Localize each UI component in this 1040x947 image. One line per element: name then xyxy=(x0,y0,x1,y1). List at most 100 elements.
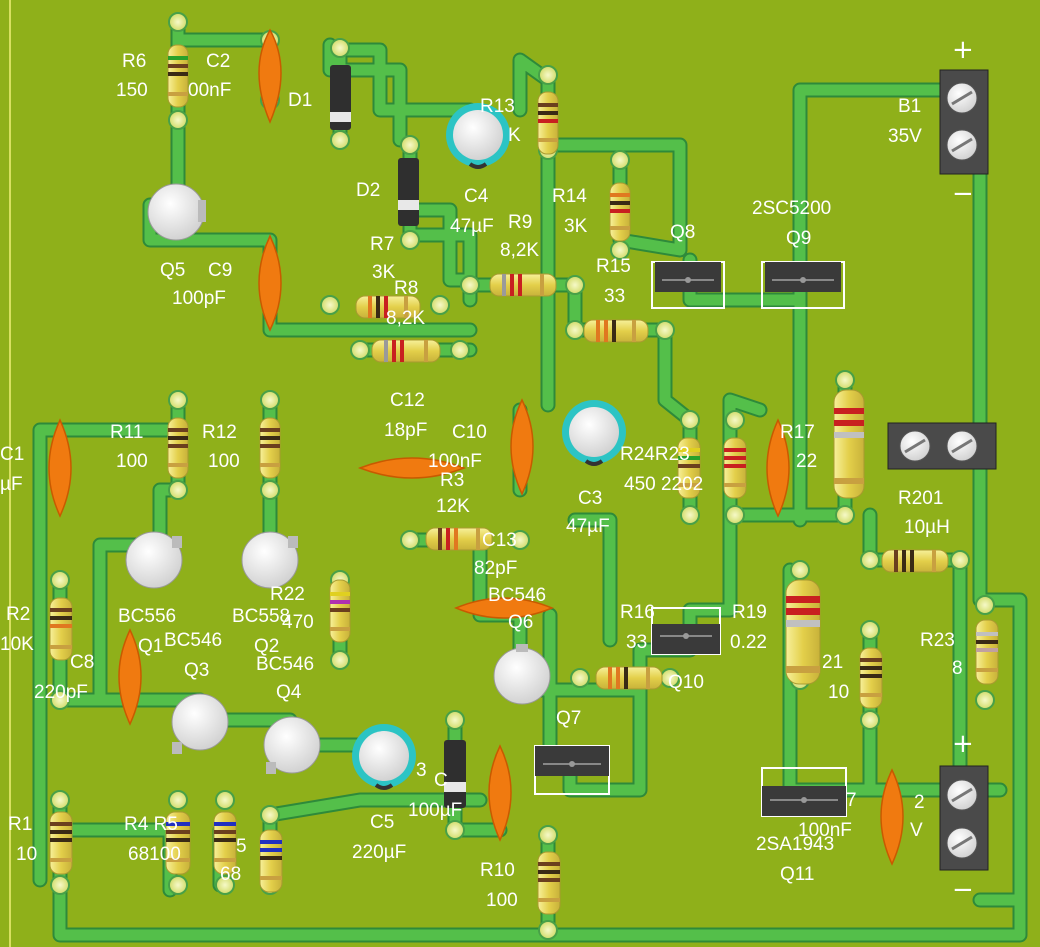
label-r7: R7 xyxy=(370,234,394,255)
label-c4-value: 47µF xyxy=(450,216,494,237)
label-b1-value: 35V xyxy=(888,126,922,147)
capacitor-c5 xyxy=(352,724,416,790)
label-c3-value: 47µF xyxy=(566,516,610,537)
label-r17: R17 xyxy=(780,422,815,443)
resistor-r1 xyxy=(49,811,73,875)
label-c8-value: 220pF xyxy=(34,682,88,703)
label-r22-value: 470 xyxy=(282,612,314,633)
label-r6-value: 150 xyxy=(116,80,148,101)
terminal-block-b1 xyxy=(939,69,989,175)
label-r19: R19 xyxy=(732,602,767,623)
label-c2-value: 00nF xyxy=(188,80,231,101)
capacitor-c1 xyxy=(48,418,72,518)
label-r12-value: 100 xyxy=(208,451,240,472)
label-r19-value: 0.22 xyxy=(730,632,767,653)
label-c13: C13 xyxy=(482,530,517,551)
resistor-r18 xyxy=(833,389,865,499)
label-q10: Q10 xyxy=(668,672,704,693)
label-q11-part: 2SA1943 xyxy=(756,834,834,855)
resistor-r9 xyxy=(489,273,557,297)
label-r13: R13 xyxy=(480,96,515,117)
label-bc556: BC556 xyxy=(118,606,176,627)
label-plus-bottom: + xyxy=(952,729,974,759)
diode-d2 xyxy=(398,158,419,226)
resistor-r15 xyxy=(583,319,649,343)
label-r16: R16 xyxy=(620,602,655,623)
resistor-r21 xyxy=(859,647,883,709)
label-q9-part: 2SC5200 xyxy=(752,198,831,219)
label-r1-value: 10 xyxy=(16,844,37,865)
label-r14: R14 xyxy=(552,186,587,207)
label-r21: 21 xyxy=(822,652,843,673)
transistor-q4 xyxy=(263,716,321,774)
label-r14-value: 3K xyxy=(564,216,588,237)
label-n3: 3 xyxy=(416,760,427,781)
label-r8: R8 xyxy=(394,278,418,299)
capacitor-c17 xyxy=(766,418,790,518)
label-q7: Q7 xyxy=(556,708,581,729)
resistors xyxy=(49,44,999,915)
label-r15-value: 33 xyxy=(604,286,625,307)
resistor-r5 xyxy=(213,811,237,875)
label-q1: Q1 xyxy=(138,636,163,657)
label-r7-value: 3K xyxy=(372,262,396,283)
label-c7-value: 100nF xyxy=(798,820,852,841)
label-r11: R11 xyxy=(110,422,143,443)
label-r24-value: 450 2202 xyxy=(624,474,703,495)
label-c9: C9 xyxy=(208,260,232,281)
resistor-r20 xyxy=(881,549,949,573)
transistor-q2 xyxy=(241,531,299,589)
capacitor-c4 xyxy=(446,103,510,169)
transistor-q11 xyxy=(761,767,847,817)
capacitor-c12 xyxy=(357,457,467,479)
capacitor-c6 xyxy=(488,744,512,842)
label-minus-top: − xyxy=(952,179,974,209)
label-bc546-c: BC546 xyxy=(488,585,546,606)
resistor-r8 xyxy=(371,339,441,363)
diodes xyxy=(330,65,466,808)
label-r2-value: 10K xyxy=(0,634,34,655)
label-c3: C3 xyxy=(578,488,602,509)
label-bc546-b: BC546 xyxy=(256,654,314,675)
label-d1: D1 xyxy=(288,90,312,111)
label-r12: R12 xyxy=(202,422,237,443)
transistor-q5 xyxy=(147,183,206,241)
label-c12-value: 18pF xyxy=(384,420,427,441)
label-q8: Q8 xyxy=(670,222,695,243)
label-c2: C2 xyxy=(206,51,230,72)
label-r9-value: 8,2K xyxy=(500,240,539,261)
resistor-r4 xyxy=(165,811,191,875)
label-r3-value: 12K xyxy=(436,496,470,517)
label-r6: R6 xyxy=(122,51,146,72)
resistor-r-bottom-mid xyxy=(259,829,283,893)
label-plus-top: + xyxy=(952,35,974,65)
transistor-q6 xyxy=(493,644,551,705)
label-r20-value: 10µH xyxy=(904,517,950,538)
label-r24: R24R23 xyxy=(620,444,690,465)
label-c9-value: 100pF xyxy=(172,288,226,309)
capacitor-c8 xyxy=(118,628,142,726)
capacitor-c13 xyxy=(454,597,554,619)
label-c4: C4 xyxy=(464,186,489,207)
label-r13-value: K xyxy=(508,125,521,146)
resistor-r6 xyxy=(167,44,189,108)
label-r9: R9 xyxy=(508,212,532,233)
label-r16-value: 33 xyxy=(626,632,647,653)
label-c7: 7 xyxy=(846,790,857,811)
capacitor-c3 xyxy=(562,400,626,466)
transistor-q9 xyxy=(761,261,845,309)
label-r22: R22 xyxy=(270,584,305,605)
label-r15: R15 xyxy=(596,256,631,277)
label-r5-value: 68 xyxy=(220,864,241,885)
label-r17-value: 22 xyxy=(796,451,817,472)
capacitor-c10 xyxy=(510,398,534,496)
label-r2: R2 xyxy=(6,604,30,625)
label-c1-value: µF xyxy=(0,474,23,495)
label-c-mid: C xyxy=(434,770,448,791)
label-c1: C1 xyxy=(0,444,24,465)
transistor-q7 xyxy=(534,745,610,795)
label-q9: Q9 xyxy=(786,228,811,249)
label-c12: C12 xyxy=(390,390,425,411)
label-c-mid-value: 100µF xyxy=(408,800,462,821)
capacitor-c2 xyxy=(258,28,282,124)
